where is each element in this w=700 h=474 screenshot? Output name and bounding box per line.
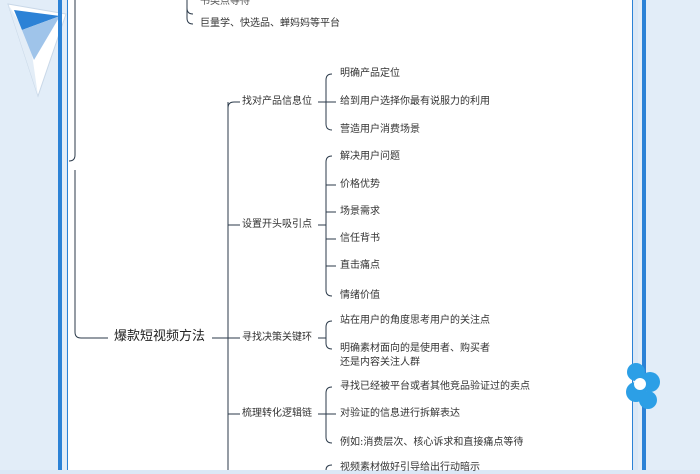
list-item: 解决用户问题 xyxy=(340,151,400,162)
list-item: 对验证的信息进行拆解表达 xyxy=(340,408,460,419)
top-platform-text: 巨量学、快选品、蝉妈妈等平台 xyxy=(200,18,340,29)
list-item: 站在用户的角度思考用户的关注点 xyxy=(340,315,490,326)
mindmap-canvas xyxy=(68,0,632,470)
list-item: 营造用户消费场景 xyxy=(340,124,420,135)
frame-border-right-outer xyxy=(642,0,646,470)
frame-border-left-inner xyxy=(67,0,68,470)
list-item: 例如:消费层次、核心诉求和直接痛点等待 xyxy=(340,437,524,448)
list-item: 情绪价值 xyxy=(340,290,380,301)
list-item: 信任背书 xyxy=(340,233,380,244)
branch-label-conversion: 梳理转化逻辑链 xyxy=(242,408,312,419)
bottom-partial-text: 视频素材做好引导给出行动暗示 xyxy=(340,462,480,473)
frame-border-left-outer xyxy=(58,0,62,470)
list-item: 明确产品定位 xyxy=(340,68,400,79)
root-node-label: 爆款短视频方法 xyxy=(114,329,206,344)
branch-label-product-position: 找对产品信息位 xyxy=(242,96,312,107)
flower-icon xyxy=(626,363,660,409)
list-item: 价格优势 xyxy=(340,179,380,190)
list-item: 场景需求 xyxy=(340,206,380,217)
list-item: 还是内容关注人群 xyxy=(340,357,420,368)
top-partial-text: 书类点等待 xyxy=(200,0,250,7)
branch-label-hook: 设置开头吸引点 xyxy=(242,219,312,230)
branch-label-decision: 寻找决策关键环 xyxy=(242,332,312,343)
list-item: 明确素材面向的是使用者、购买者 xyxy=(340,343,490,354)
paper-plane-icon xyxy=(7,3,67,98)
list-item: 直击痛点 xyxy=(340,260,380,271)
list-item: 寻找已经被平台或者其他竞品验证过的卖点 xyxy=(340,381,530,392)
list-item: 给到用户选择你最有说服力的利用 xyxy=(340,96,490,107)
frame-border-right-inner xyxy=(632,0,633,470)
